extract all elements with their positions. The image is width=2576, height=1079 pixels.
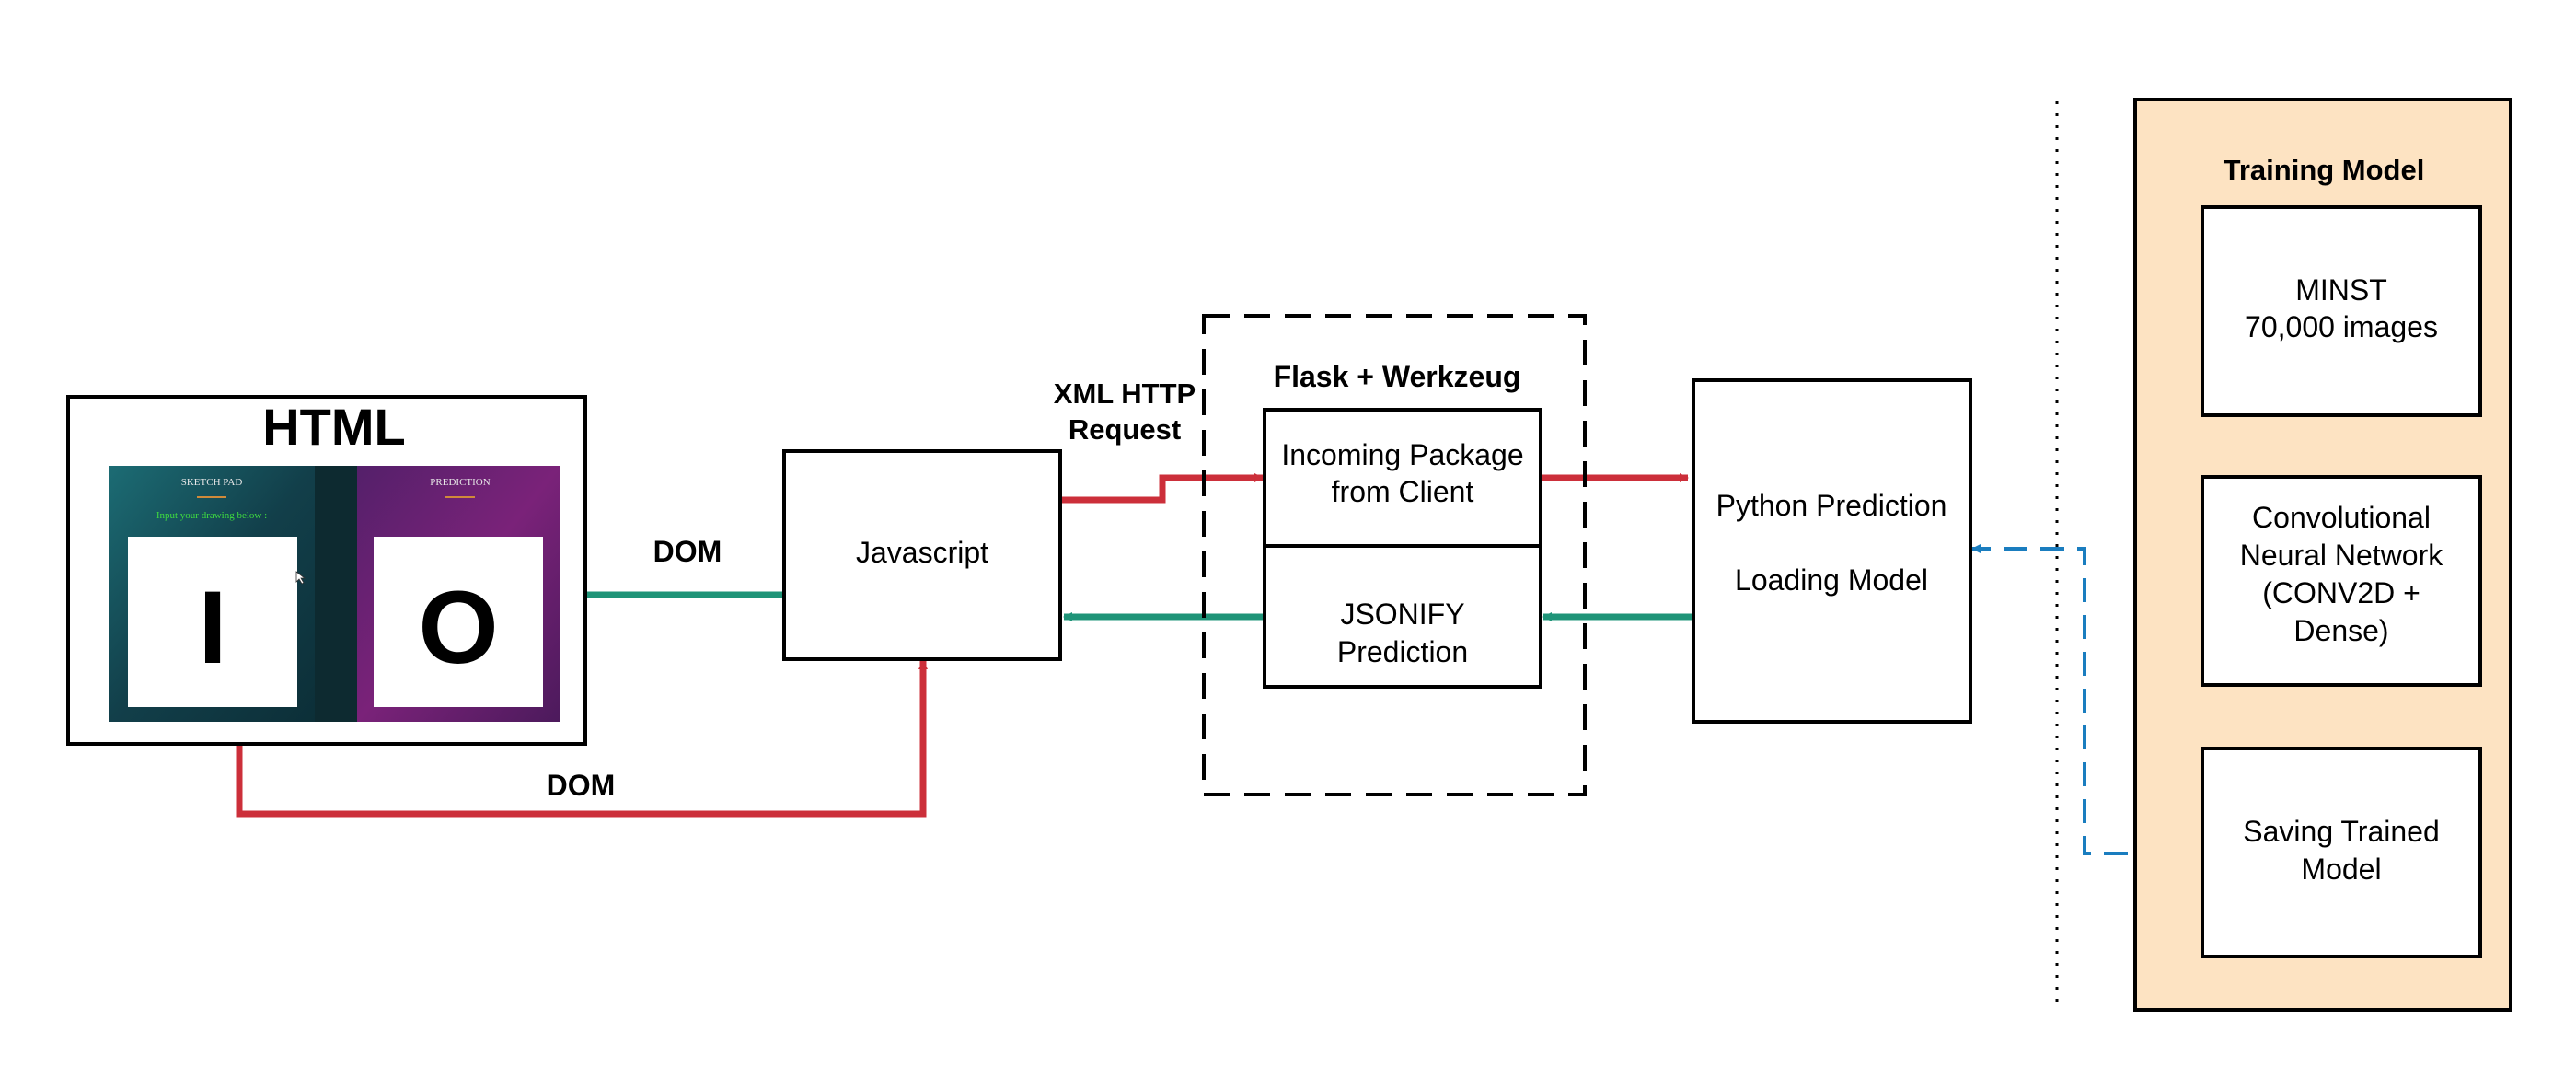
cnn-box <box>2201 475 2482 687</box>
dom-label-top: DOM <box>653 535 722 568</box>
prediction-glyph: O <box>418 570 498 685</box>
cnn-line1: Convolutional <box>2252 501 2431 534</box>
python-line1: Python Prediction <box>1716 489 1947 522</box>
python-line2: Loading Model <box>1735 563 1928 597</box>
javascript-label: Javascript <box>856 536 988 569</box>
incoming-package-box <box>1263 408 1542 548</box>
xml-request-label-line1: XML HTTP <box>1054 377 1196 410</box>
minst-line1: MINST <box>2295 273 2387 307</box>
cnn-line2: Neural Network <box>2240 539 2444 572</box>
panel-divider <box>315 466 357 722</box>
sketch-canvas[interactable] <box>128 537 297 707</box>
cnn-line4: Dense) <box>2293 614 2388 647</box>
incoming-line1: Incoming Package <box>1281 438 1523 471</box>
cnn-line3: (CONV2D + <box>2262 576 2420 609</box>
saving-line1: Saving Trained <box>2243 815 2439 848</box>
flask-title: Flask + Werkzeug <box>1274 360 1521 393</box>
dom-arrow-html-to-js <box>236 660 928 818</box>
minst-box <box>2201 205 2482 417</box>
html-box: HTML SKETCH PAD Input your drawing below… <box>66 395 587 746</box>
html-title: HTML <box>262 398 406 456</box>
sketch-pad-instruction: Input your drawing below : <box>156 510 267 521</box>
saving-model-box <box>2201 747 2482 958</box>
minst-line2: 70,000 images <box>2245 310 2438 343</box>
jsonify-line1: JSONIFY <box>1340 598 1464 631</box>
prediction-header: PREDICTION <box>430 477 490 488</box>
sketch-pad-header: SKETCH PAD <box>181 477 243 488</box>
flask-dashed-border <box>1202 314 1587 796</box>
dom-label-bottom: DOM <box>547 769 616 802</box>
javascript-box: Javascript <box>782 449 1062 661</box>
xml-request-arrow <box>1060 473 1264 504</box>
training-model-group: Training Model MINST 70,000 images Convo… <box>2133 98 2512 1012</box>
saving-line2: Model <box>2301 853 2381 886</box>
jsonify-line2: Prediction <box>1337 635 1468 668</box>
sketch-glyph: I <box>198 570 226 685</box>
flask-group: Flask + Werkzeug Incoming Package from C… <box>1202 314 1587 796</box>
xml-request-label-line2: Request <box>1069 413 1181 446</box>
training-title: Training Model <box>2224 154 2425 186</box>
python-box: Python Prediction Loading Model <box>1692 378 1972 724</box>
cursor-icon <box>295 571 306 585</box>
prediction-canvas <box>374 537 543 707</box>
jsonify-box <box>1263 544 1542 689</box>
incoming-line2: from Client <box>1332 475 1474 508</box>
